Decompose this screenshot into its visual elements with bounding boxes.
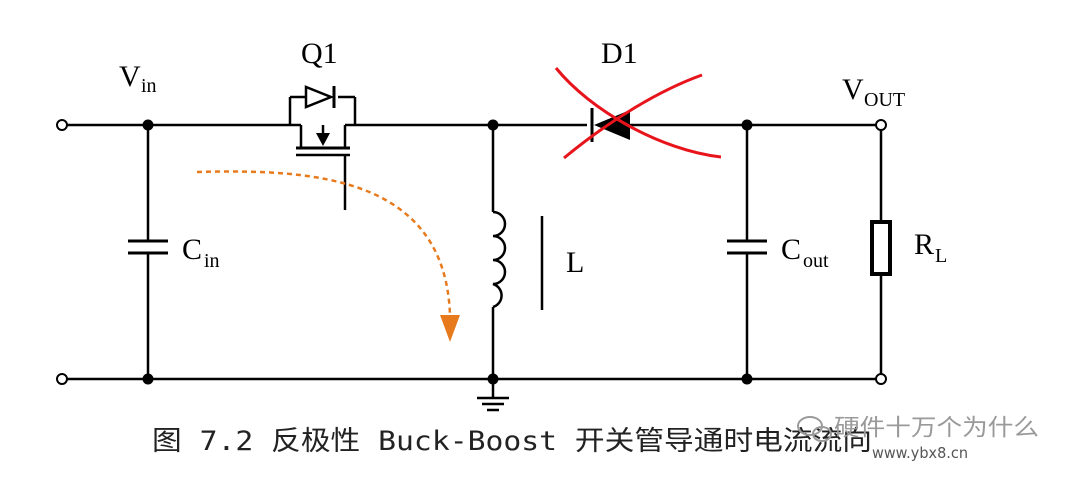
mosfet-channel-arrow — [316, 133, 330, 146]
vin-label-sub: in — [141, 75, 157, 97]
rl-label-sub: L — [935, 245, 947, 267]
vin-terminal — [56, 119, 68, 131]
watermark-site: www.ybx8.cn — [872, 444, 968, 462]
q1-label: Q1 — [301, 37, 338, 70]
cin-capacitor — [128, 239, 168, 255]
gnd-terminal-left — [56, 373, 68, 385]
vout-label: V — [842, 73, 864, 106]
cin-label: C — [182, 233, 202, 266]
watermark-text: 硬件十万个为什么 — [834, 415, 1039, 441]
wechat-icon — [797, 416, 832, 442]
current-flow-arrowhead — [440, 315, 460, 342]
figure-caption: 图 7.2 反极性 Buck-Boost 开关管导通时电流流向 — [152, 426, 872, 457]
mosfet-q1 — [288, 95, 357, 210]
inductor-coil — [492, 210, 507, 309]
cout-label: C — [781, 233, 801, 266]
rl-label: R — [914, 228, 934, 261]
gnd-terminal-right — [875, 373, 887, 385]
cout-label-sub: out — [803, 250, 829, 272]
cin-label-sub: in — [204, 250, 220, 272]
junction-dot — [142, 373, 154, 385]
l-label: L — [566, 246, 584, 279]
cout-capacitor — [727, 239, 767, 255]
junction-dot — [741, 373, 753, 385]
vout-terminal — [875, 119, 887, 131]
load-resistor — [870, 220, 892, 276]
junctions — [142, 119, 753, 385]
current-flow-path — [196, 170, 452, 316]
junction-dot — [741, 119, 753, 131]
mosfet-body-diode — [304, 85, 335, 109]
d1-label: D1 — [601, 37, 638, 70]
junction-dot — [487, 119, 499, 131]
vin-label: V — [119, 60, 141, 93]
diode-cross-mark — [554, 67, 722, 160]
watermark: 硬件十万个为什么 www.ybx8.cn — [797, 415, 1039, 462]
junction-dot — [487, 373, 499, 385]
terminals — [56, 119, 887, 385]
wires — [67, 123, 883, 412]
junction-dot — [142, 119, 154, 131]
vout-label-sub: OUT — [864, 89, 905, 111]
